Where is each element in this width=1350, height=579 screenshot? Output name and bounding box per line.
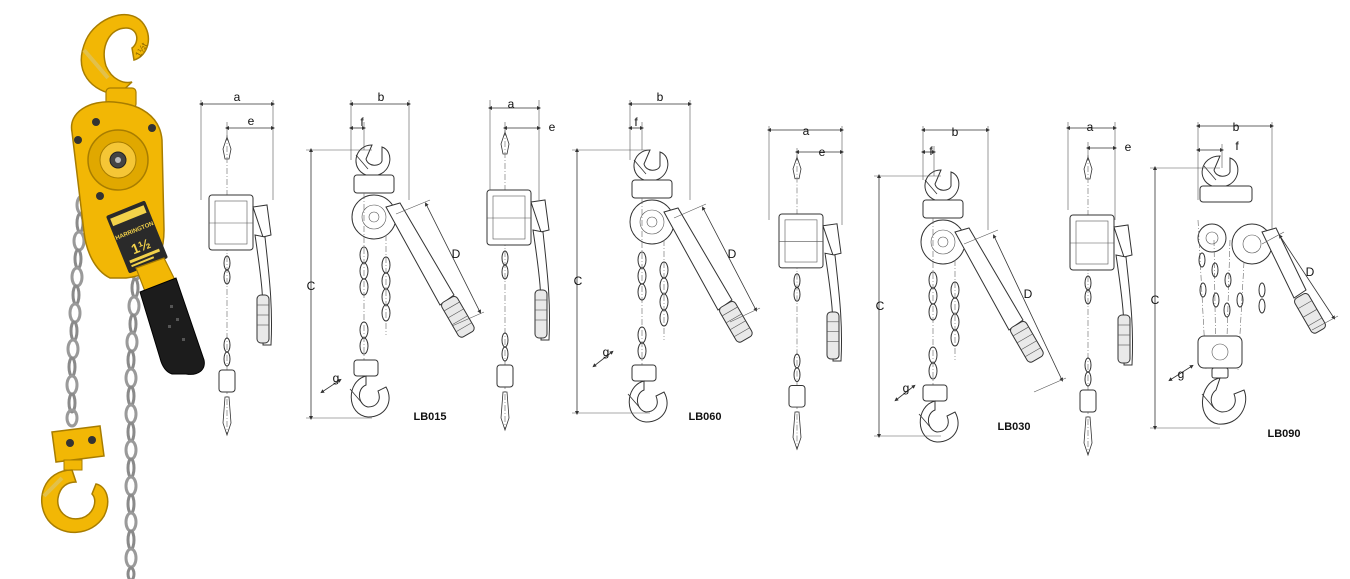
- drawing-front-lb015: b f C D g LB015: [306, 90, 485, 423]
- model-label-lb030: LB030: [997, 421, 1030, 433]
- dim-d-label: D: [1024, 287, 1033, 301]
- drawing-front-lb030: b f C D g LB030: [874, 125, 1067, 443]
- dim-g-label: g: [1178, 367, 1185, 381]
- drawing-front-lb090: b f C D g LB090: [1150, 120, 1339, 440]
- dim-c-label: C: [307, 279, 316, 293]
- drawing-side-1: a e: [199, 90, 275, 436]
- dim-b-label: b: [952, 125, 959, 139]
- capacity-label: 1½: [129, 235, 153, 257]
- dim-a-label: a: [234, 90, 241, 104]
- product-photo: 1½t HARRINGTON 1½: [40, 13, 205, 579]
- drawing-side-2: a e: [486, 97, 556, 431]
- left-chain: [65, 194, 89, 428]
- drawing-front-lb060: b f C D g LB060: [572, 90, 761, 423]
- dim-a-label: a: [1087, 120, 1094, 134]
- dim-a-label: a: [508, 97, 515, 111]
- dim-c-label: C: [1151, 293, 1160, 307]
- drawing-side-3: a e: [767, 124, 844, 450]
- dim-d-label: D: [728, 247, 737, 261]
- top-hook: [80, 13, 150, 96]
- model-label-lb090: LB090: [1267, 428, 1300, 440]
- dim-g-label: g: [903, 381, 910, 395]
- lever-handle: [135, 257, 205, 375]
- dim-f-label: f: [929, 144, 933, 158]
- dim-f-label: f: [1235, 139, 1239, 153]
- dim-a-label: a: [803, 124, 810, 138]
- dim-f-label: f: [634, 115, 638, 129]
- dim-b-label: b: [657, 90, 664, 104]
- dim-b-label: b: [1233, 120, 1240, 134]
- right-chain: [124, 259, 143, 579]
- dim-c-label: C: [574, 274, 583, 288]
- dim-b-label: b: [378, 90, 385, 104]
- hoist-body: HARRINGTON 1½: [70, 101, 168, 279]
- dim-d-label: D: [1306, 265, 1315, 279]
- dim-e-label: e: [549, 120, 556, 134]
- bottom-hook: [40, 425, 109, 534]
- dim-e-label: e: [819, 145, 826, 159]
- dim-d-label: D: [452, 247, 461, 261]
- dim-e-label: e: [1125, 140, 1132, 154]
- dim-e-label: e: [248, 114, 255, 128]
- dim-c-label: C: [876, 299, 885, 313]
- dim-f-label: f: [360, 115, 364, 129]
- model-label-lb060: LB060: [688, 411, 721, 423]
- dim-g-label: g: [603, 345, 610, 359]
- dim-g-label: g: [333, 371, 340, 385]
- model-label-lb015: LB015: [413, 411, 446, 423]
- drawing-side-4: a e: [1066, 120, 1134, 456]
